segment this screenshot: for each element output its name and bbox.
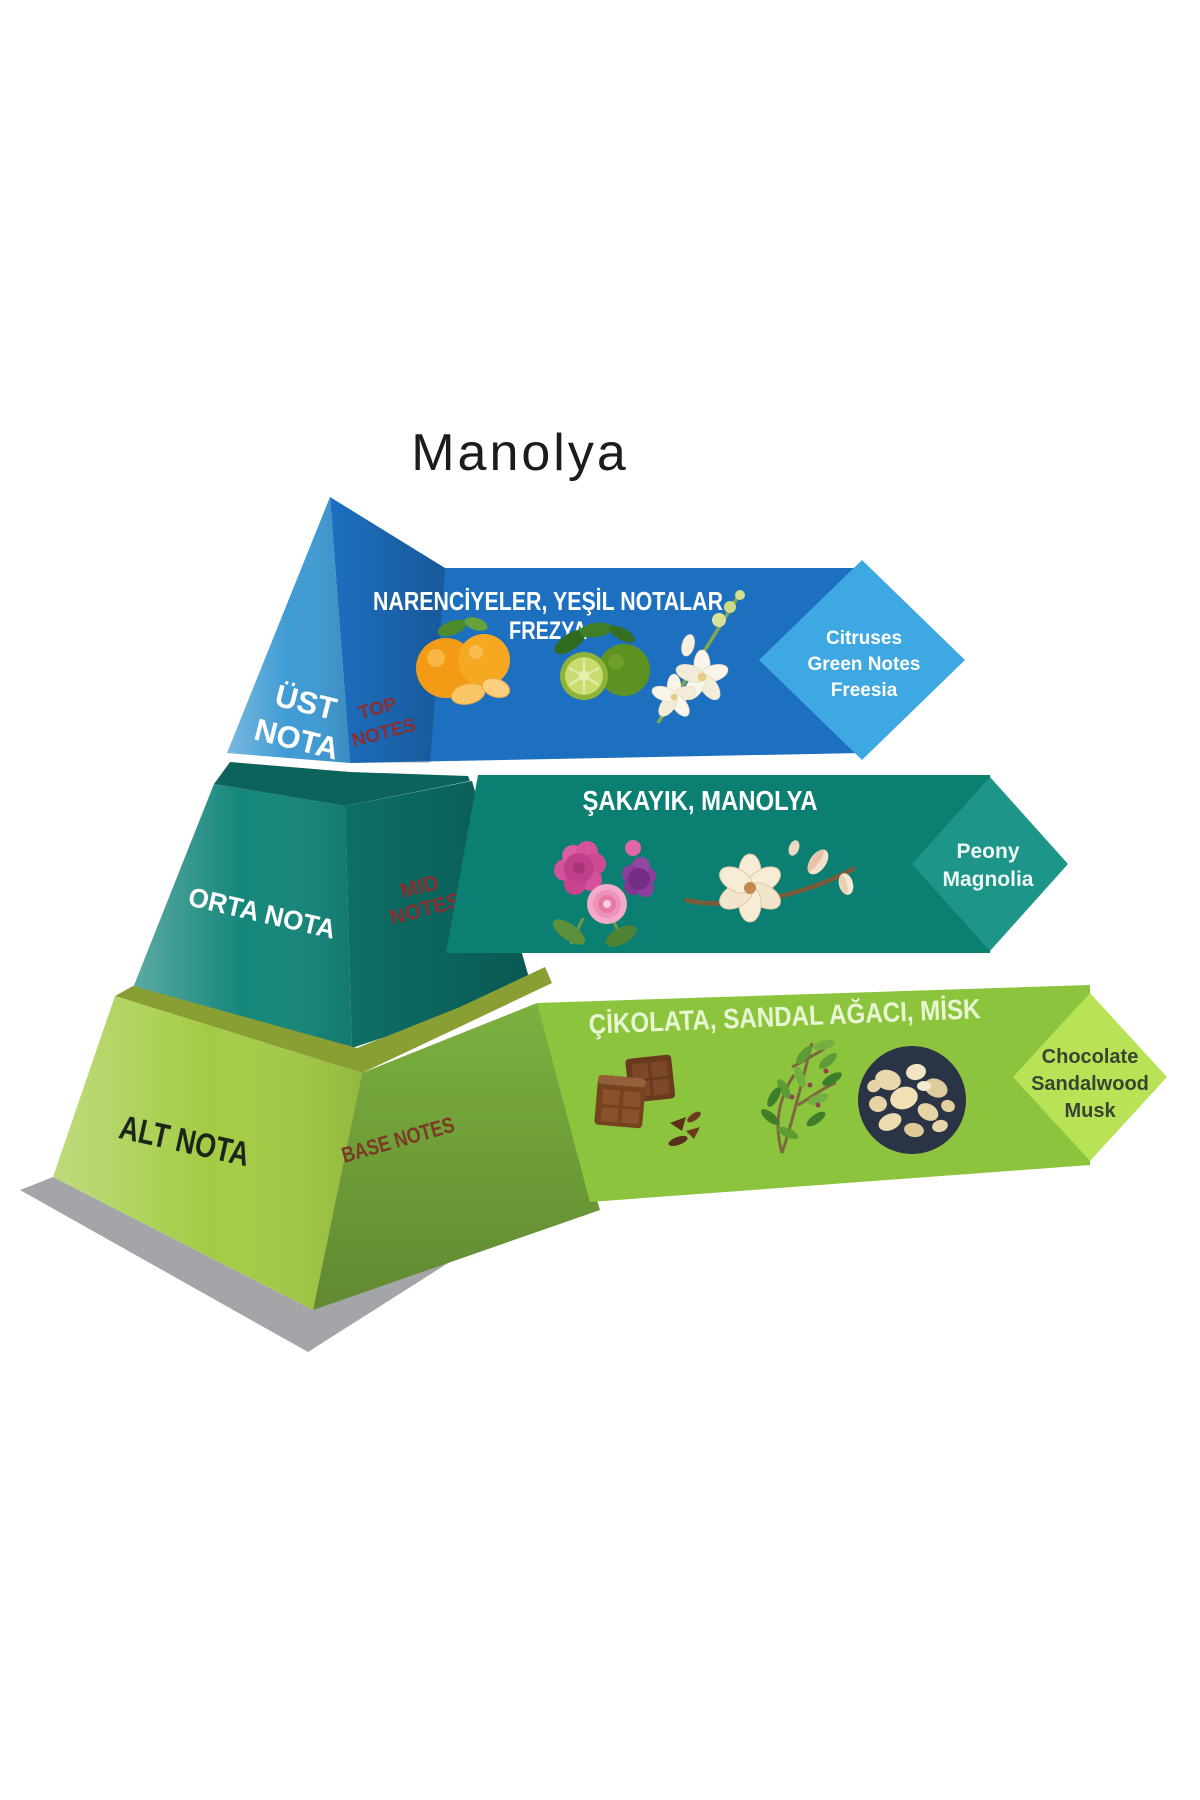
page-title: Manolya (411, 424, 629, 482)
top-arrow-text-line3: Freesia (831, 680, 898, 701)
magnolia-icon (684, 840, 857, 923)
peony-icon (552, 840, 656, 947)
tier-middle-top-surface (214, 762, 470, 806)
tier-base-right-face-shading (313, 1003, 600, 1310)
mid-banner-strip (446, 775, 990, 953)
base-arrow-text-line2: Sandalwood (1031, 1073, 1149, 1095)
pyramid-shadow (20, 1177, 560, 1352)
freesia-icon (651, 590, 745, 724)
mid-banner-text: ŞAKAYIK, MANOLYA (583, 785, 818, 816)
top-arrow-text-line2: Green Notes (808, 654, 921, 675)
chocolate-icon (594, 1054, 701, 1147)
tier-top-right-face-shading (330, 497, 445, 763)
top-banner-text-line1: NARENCİYELER, YEŞİL NOTALAR (373, 586, 723, 616)
tier-top-left-face-shading (227, 497, 350, 763)
musk-icon (858, 1046, 966, 1154)
tier-base-top-surface (115, 967, 552, 1073)
bergamot-icon (554, 622, 650, 700)
top-banner-arrow (759, 560, 965, 760)
sandalwood-icon (761, 1039, 842, 1154)
top-arrow-text-line1: Citruses (826, 628, 902, 649)
base-banner: ÇİKOLATA, SANDAL AĞACI, MİSK Chocolate S… (537, 985, 1167, 1202)
mid-banner-arrow (912, 777, 1068, 951)
tier-middle: ORTA NOTA MID NOTES (133, 762, 532, 1048)
tier-middle-left-face-shading (133, 784, 352, 1048)
orange-icon (416, 617, 511, 705)
mid-arrow-text-line2: Magnolia (942, 868, 1033, 891)
base-arrow-text-line1: Chocolate (1042, 1046, 1139, 1068)
tier-top: ÜST NOTA TOP NOTES NARENCİYELER, YEŞİL N… (227, 497, 965, 767)
base-arrow-text-line3: Musk (1064, 1100, 1116, 1122)
tier-base: ALT NOTA BASE NOTES (53, 967, 600, 1310)
tier-base-left-face-shading (53, 996, 362, 1310)
base-banner-arrow (1013, 993, 1167, 1161)
mid-banner: ŞAKAYIK, MANOLYA Peony Magnolia (446, 775, 1068, 953)
mid-arrow-text-line1: Peony (956, 840, 1019, 863)
